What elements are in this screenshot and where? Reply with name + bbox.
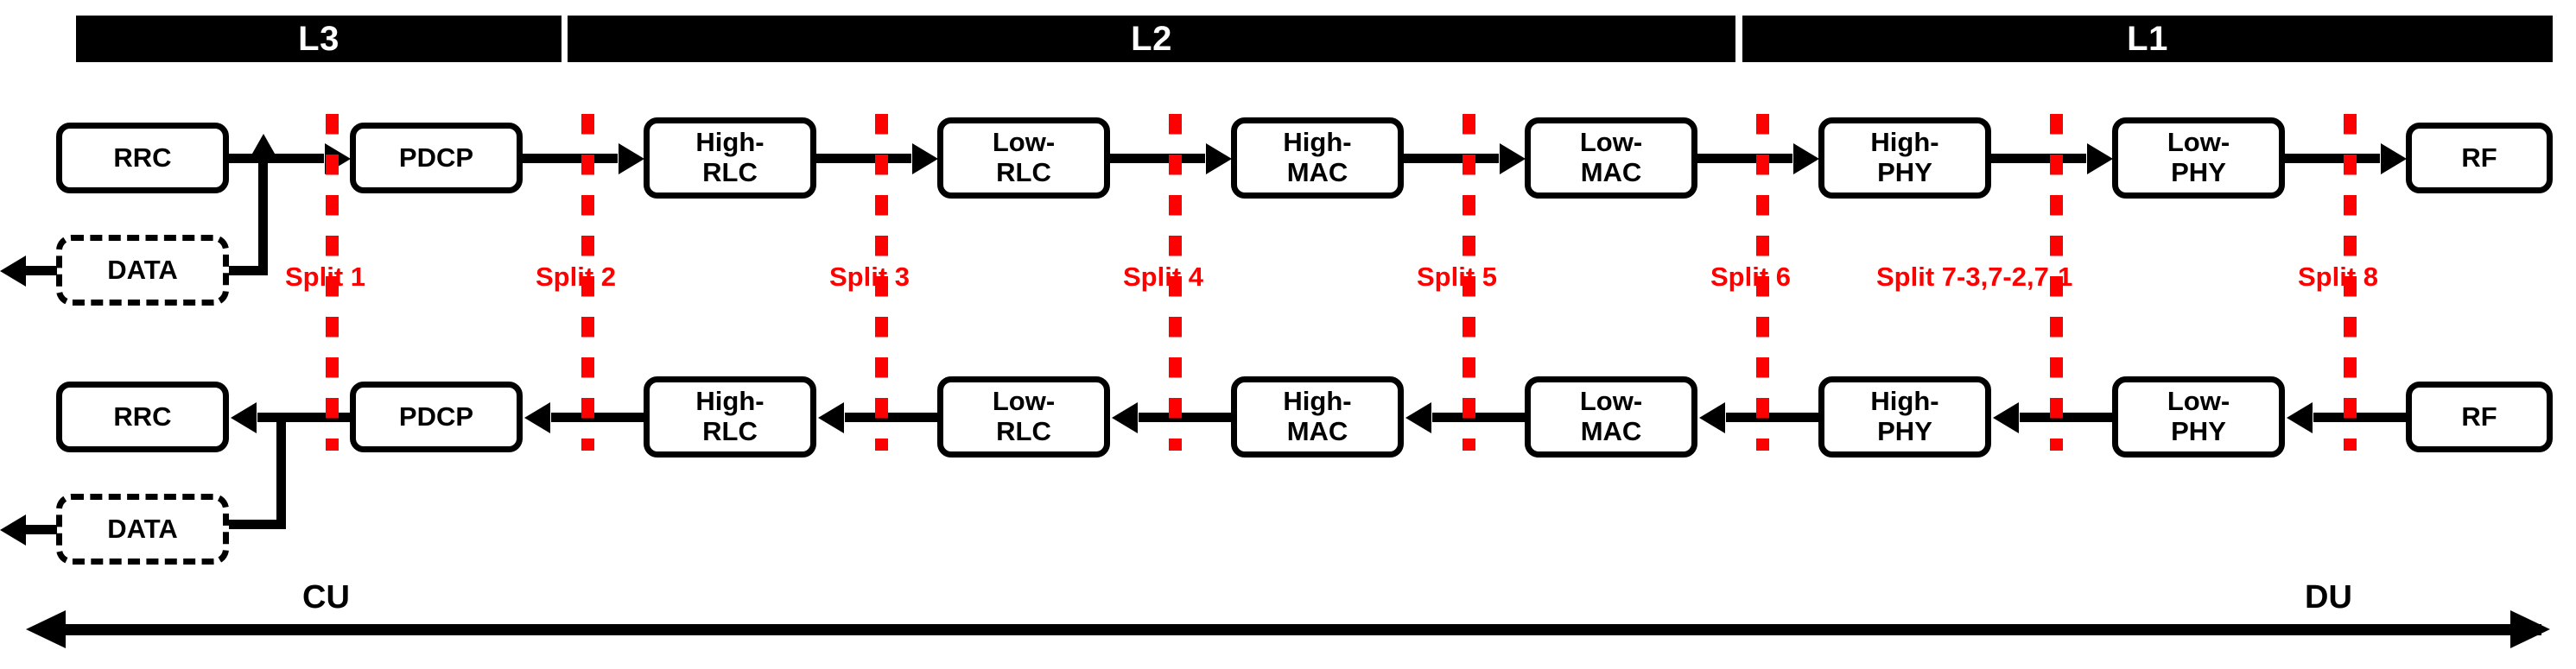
bottom-box-low-rlc-line2: RLC bbox=[996, 416, 1051, 446]
top-arrow-high-mac-to-low-mac bbox=[1404, 142, 1526, 174]
bottom-box-low-rlc: Low- RLC bbox=[937, 376, 1110, 458]
bottom-box-low-mac: Low- MAC bbox=[1525, 376, 1697, 458]
top-arrow-high-rlc-to-low-rlc bbox=[816, 142, 938, 174]
bottom-data-box-label: DATA bbox=[107, 513, 178, 544]
bottom-box-rf-line1: RF bbox=[2461, 401, 2497, 432]
bottom-box-high-phy-line2: PHY bbox=[1877, 416, 1932, 446]
bottom-box-high-mac-line2: MAC bbox=[1286, 416, 1348, 446]
split-label-1: Split 1 bbox=[285, 262, 366, 292]
top-box-low-mac: Low- MAC bbox=[1525, 117, 1697, 199]
split-line-1 bbox=[326, 114, 339, 451]
top-data-input-arrowhead bbox=[0, 255, 26, 287]
bottom-data-output-stub bbox=[0, 514, 57, 546]
top-data-box-label: DATA bbox=[107, 254, 178, 285]
bottom-arrow-low-mac-to-high-mac bbox=[1405, 401, 1525, 433]
split-label-2: Split 2 bbox=[536, 262, 617, 292]
bottom-data-box: DATA bbox=[56, 494, 229, 565]
split-line-4 bbox=[1169, 114, 1182, 451]
bottom-box-low-mac-line1: Low- bbox=[1579, 386, 1643, 417]
top-arrow-low-phy-to-rf bbox=[2285, 142, 2407, 174]
top-box-low-mac-line2: MAC bbox=[1580, 157, 1642, 187]
top-data-box: DATA bbox=[56, 235, 229, 306]
bottom-box-high-phy: High- PHY bbox=[1818, 376, 1991, 458]
bottom-box-low-phy: Low- PHY bbox=[2112, 376, 2285, 458]
top-box-low-phy-line1: Low- bbox=[2167, 127, 2230, 158]
split-line-3 bbox=[875, 114, 888, 451]
top-box-high-rlc-line1: High- bbox=[695, 127, 765, 158]
top-box-low-phy-line2: PHY bbox=[2171, 157, 2226, 187]
split-line-6 bbox=[1756, 114, 1769, 451]
top-box-pdcp-line1: PDCP bbox=[398, 142, 474, 173]
layer-bar-l2-label: L2 bbox=[1131, 20, 1172, 58]
top-box-high-phy-line2: PHY bbox=[1877, 157, 1932, 187]
bottom-box-rrc-line1: RRC bbox=[113, 401, 172, 432]
layer-bar-l1-label: L1 bbox=[2127, 20, 2168, 58]
top-arrow-pdcp-to-high-rlc bbox=[523, 142, 644, 174]
bottom-box-high-rlc-line2: RLC bbox=[702, 416, 758, 446]
cu-label: CU bbox=[302, 579, 350, 615]
bottom-arrow-rf-to-low-phy bbox=[2287, 401, 2406, 433]
bottom-box-high-rlc-line1: High- bbox=[695, 386, 765, 417]
top-box-rf: RF bbox=[2406, 123, 2553, 193]
top-box-low-rlc-line2: RLC bbox=[996, 157, 1051, 187]
bottom-box-rrc: RRC bbox=[56, 382, 229, 452]
bottom-box-rf: RF bbox=[2406, 382, 2553, 452]
layer-bar-l3: L3 bbox=[76, 16, 562, 62]
bottom-box-high-mac-line1: High- bbox=[1283, 386, 1352, 417]
bottom-box-low-rlc-line1: Low- bbox=[992, 386, 1056, 417]
top-box-high-mac-line2: MAC bbox=[1286, 157, 1348, 187]
bottom-data-output-arrowhead bbox=[0, 514, 26, 546]
layer-bar-l3-label: L3 bbox=[298, 20, 339, 58]
top-box-rrc: RRC bbox=[56, 123, 229, 193]
bottom-box-low-mac-line2: MAC bbox=[1580, 416, 1642, 446]
top-box-high-mac-line1: High- bbox=[1283, 127, 1352, 158]
bottom-box-pdcp: PDCP bbox=[350, 382, 523, 452]
bottom-arrow-low-rlc-to-high-rlc bbox=[818, 401, 937, 433]
split-line-5 bbox=[1462, 114, 1475, 451]
bottom-arrow-high-mac-to-low-rlc bbox=[1112, 401, 1231, 433]
split-label-3: Split 3 bbox=[829, 262, 910, 292]
split-line-2 bbox=[581, 114, 594, 451]
top-arrow-low-mac-to-high-phy bbox=[1697, 142, 1819, 174]
split-line-7 bbox=[2050, 114, 2063, 451]
top-box-high-rlc-line2: RLC bbox=[702, 157, 758, 187]
top-box-pdcp: PDCP bbox=[350, 123, 523, 193]
split-line-8 bbox=[2344, 114, 2357, 451]
bottom-arrow-pdcp-to-rrc bbox=[231, 401, 350, 433]
top-box-high-phy-line1: High- bbox=[1870, 127, 1939, 158]
top-box-low-mac-line1: Low- bbox=[1579, 127, 1643, 158]
bottom-arrow-low-phy-to-high-phy bbox=[1993, 401, 2112, 433]
top-arrow-high-phy-to-low-phy bbox=[1991, 142, 2113, 174]
top-data-input-stub bbox=[0, 255, 57, 287]
top-box-rrc-line1: RRC bbox=[113, 142, 172, 173]
cu-du-axis-right-arrowhead bbox=[2510, 610, 2550, 648]
split-label-5: Split 5 bbox=[1417, 262, 1498, 292]
top-box-high-rlc: High- RLC bbox=[644, 117, 816, 199]
top-box-low-rlc-line1: Low- bbox=[992, 127, 1056, 158]
bottom-box-low-phy-line2: PHY bbox=[2171, 416, 2226, 446]
du-label: DU bbox=[2305, 579, 2352, 615]
top-box-high-mac: High- MAC bbox=[1231, 117, 1404, 199]
cu-du-axis bbox=[66, 624, 2541, 635]
split-label-6: Split 6 bbox=[1710, 262, 1792, 292]
bottom-box-high-mac: High- MAC bbox=[1231, 376, 1404, 458]
bottom-box-high-phy-line1: High- bbox=[1870, 386, 1939, 417]
bottom-arrow-high-rlc-to-pdcp bbox=[524, 401, 644, 433]
top-box-low-phy: Low- PHY bbox=[2112, 117, 2285, 199]
split-label-7: Split 7-3,7-2,7-1 bbox=[1876, 262, 2073, 292]
cu-du-axis-left-arrowhead bbox=[26, 610, 66, 648]
bottom-box-pdcp-line1: PDCP bbox=[398, 401, 474, 432]
split-label-4: Split 4 bbox=[1123, 262, 1204, 292]
bottom-box-low-phy-line1: Low- bbox=[2167, 386, 2230, 417]
split-label-8: Split 8 bbox=[2298, 262, 2379, 292]
top-box-high-phy: High- PHY bbox=[1818, 117, 1991, 199]
layer-bar-l1: L1 bbox=[1742, 16, 2553, 62]
layer-bar-l2: L2 bbox=[568, 16, 1735, 62]
top-box-low-rlc: Low- RLC bbox=[937, 117, 1110, 199]
bottom-arrow-high-phy-to-low-mac bbox=[1699, 401, 1818, 433]
bottom-box-high-rlc: High- RLC bbox=[644, 376, 816, 458]
top-box-rf-line1: RF bbox=[2461, 142, 2497, 173]
top-arrow-low-rlc-to-high-mac bbox=[1110, 142, 1232, 174]
